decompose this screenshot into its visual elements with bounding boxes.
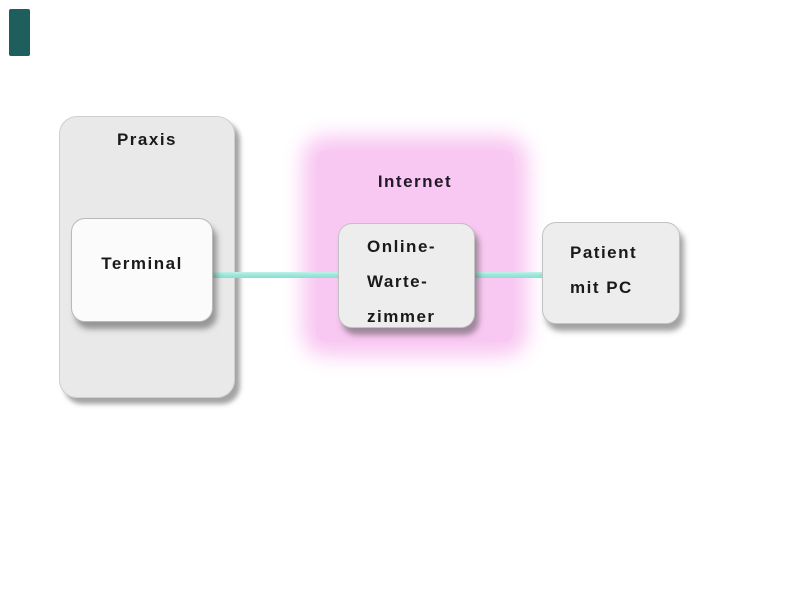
online-wartezimmer-label-line2: Warte- bbox=[367, 272, 429, 291]
online-wartezimmer-label-line3: zimmer bbox=[367, 307, 436, 326]
patient-label-line1: Patient bbox=[570, 243, 638, 262]
online-wartezimmer-node: Online- Warte- zimmer bbox=[338, 223, 475, 328]
patient-node: Patient mit PC bbox=[542, 222, 680, 324]
online-wartezimmer-label-line1: Online- bbox=[367, 237, 437, 256]
patient-label-line2: mit PC bbox=[570, 278, 633, 297]
terminal-label: Terminal bbox=[101, 254, 183, 273]
internet-label: Internet bbox=[377, 172, 453, 191]
praxis-label: Praxis bbox=[116, 130, 178, 149]
corner-accent-bar bbox=[9, 9, 30, 56]
terminal-node: Terminal bbox=[71, 218, 213, 322]
